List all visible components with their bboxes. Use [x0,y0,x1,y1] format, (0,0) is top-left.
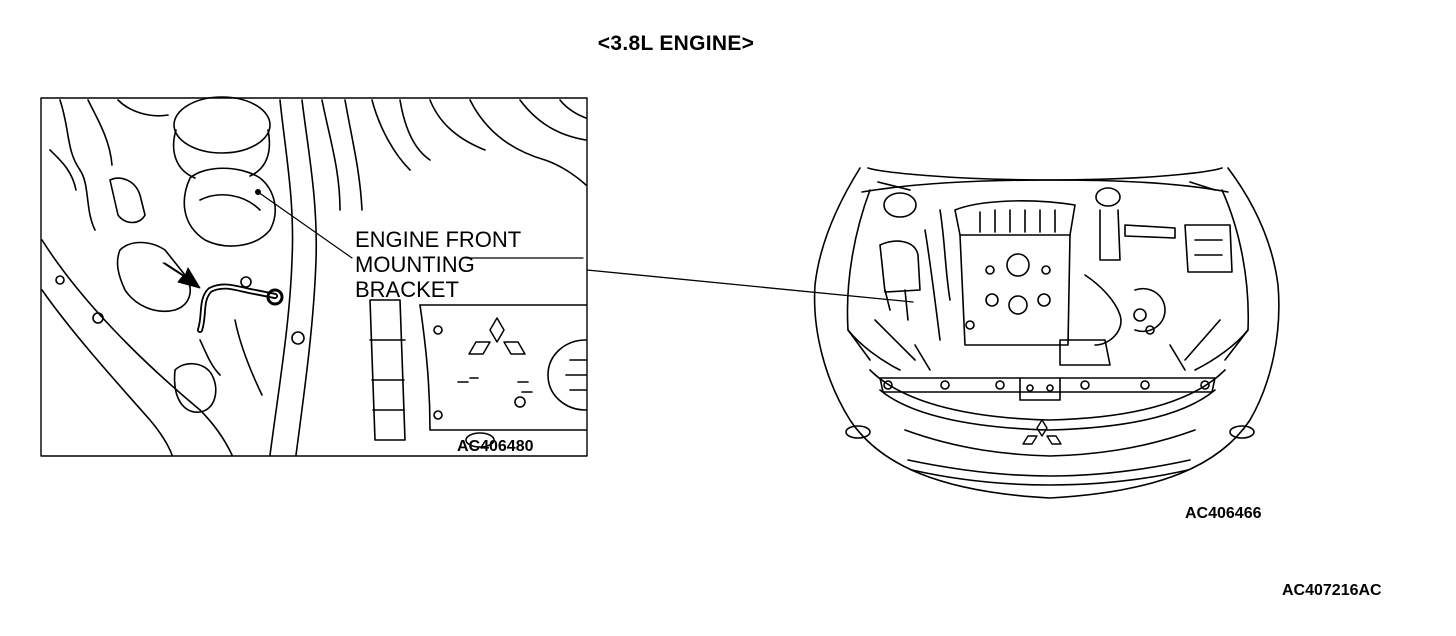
detail-view-panel [40,96,588,457]
callout-line: BRACKET [355,277,459,302]
mitsubishi-logo-icon [1022,419,1062,445]
connector-line [586,269,914,303]
detail-code: AC406480 [457,438,534,455]
arrow-icon [162,262,201,289]
overview-code: AC406466 [1185,505,1262,522]
overview-car [813,167,1280,499]
callout-line: ENGINE FRONT [355,227,522,252]
mitsubishi-logo-icon [468,317,526,355]
callout-label: ENGINE FRONT MOUNTING BRACKET [355,227,521,302]
figure-code: AC407216AC [1282,582,1382,599]
callout-line: MOUNTING [355,252,475,277]
page-title: <3.8L ENGINE> [597,32,755,55]
